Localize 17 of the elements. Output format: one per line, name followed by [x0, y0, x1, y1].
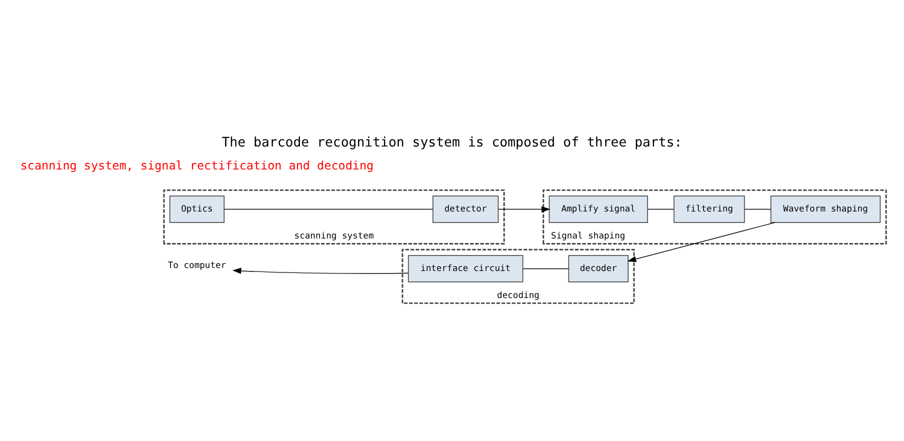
node-box: Amplify signal: [548, 195, 648, 222]
node-box: Waveform shaping: [770, 195, 881, 222]
node-box: detector: [432, 195, 499, 222]
node-box: interface circuit: [408, 254, 524, 282]
node-text: To computer: [168, 260, 226, 271]
connector: [522, 268, 569, 269]
node-box: Optics: [169, 195, 224, 222]
arrow: [232, 267, 409, 274]
connector: [224, 208, 434, 210]
arrow: [498, 206, 550, 212]
diagram-title: The barcode recognition system is composed of three parts:: [222, 134, 682, 150]
arrow: [627, 222, 776, 262]
connector: [744, 208, 772, 210]
node-box: decoder: [568, 254, 628, 282]
node-box: filtering: [674, 195, 745, 222]
label: scanning system, signal rectification and decoding: [20, 158, 374, 172]
connector: [647, 208, 674, 210]
